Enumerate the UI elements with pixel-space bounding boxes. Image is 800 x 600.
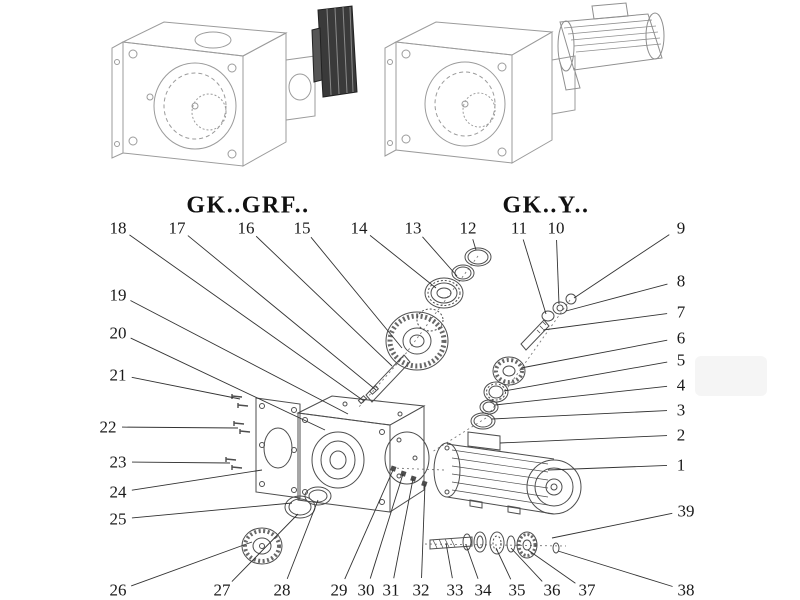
leader-line-1 (547, 465, 668, 471)
part-number-32: 32 (412, 580, 430, 600)
part-number-37: 37 (578, 580, 596, 600)
watermark-smudge (695, 356, 767, 396)
leader-line-34 (465, 544, 479, 579)
part-number-4: 4 (676, 375, 686, 395)
leader-line-36 (510, 547, 543, 582)
part-number-26: 26 (109, 580, 127, 600)
y-motor-image (557, 2, 665, 91)
part-number-38: 38 (677, 580, 695, 600)
leader-line-9 (573, 234, 670, 299)
leader-line-11 (522, 239, 547, 315)
part-number-13: 13 (404, 218, 422, 238)
exploded-view-image (225, 247, 582, 565)
leader-line-8 (565, 283, 668, 312)
part-number-20: 20 (109, 323, 127, 343)
part-number-23: 23 (109, 452, 127, 472)
leader-line-27 (231, 513, 299, 582)
part-number-35: 35 (508, 580, 526, 600)
part-number-24: 24 (109, 482, 127, 502)
leader-line-37 (527, 549, 576, 584)
leader-line-25 (131, 502, 293, 519)
leader-line-5 (503, 361, 668, 392)
part-number-8: 8 (676, 271, 686, 291)
leader-line-12 (472, 239, 477, 251)
leader-line-32 (421, 483, 426, 579)
leader-line-24 (131, 469, 263, 491)
leader-line-39 (551, 512, 673, 539)
leader-line-2 (499, 435, 668, 444)
leader-line-4 (494, 385, 668, 406)
leader-line-7 (542, 313, 668, 331)
model-label-gk-y: GK..Y.. (502, 192, 590, 219)
part-number-29: 29 (330, 580, 348, 600)
leader-line-6 (520, 339, 668, 369)
leader-line-30 (369, 473, 404, 579)
leader-line-29 (344, 469, 394, 580)
leader-line-26 (131, 541, 253, 587)
part-number-10: 10 (547, 218, 565, 238)
leader-line-3 (491, 410, 668, 420)
part-number-18: 18 (109, 218, 127, 238)
gearbox-assembly-grf-image (111, 21, 316, 167)
part-number-39: 39 (677, 501, 695, 521)
part-number-25: 25 (109, 509, 127, 529)
part-number-15: 15 (293, 218, 311, 238)
leader-line-28 (286, 499, 319, 580)
leader-line-13 (422, 236, 458, 277)
part-number-9: 9 (676, 218, 686, 238)
part-number-30: 30 (357, 580, 375, 600)
leader-line-21 (131, 376, 241, 400)
leader-line-19 (130, 300, 349, 415)
part-number-2: 2 (676, 425, 686, 445)
leader-line-20 (130, 337, 326, 431)
part-number-22: 22 (99, 417, 117, 437)
part-number-14: 14 (350, 218, 368, 238)
part-number-3: 3 (676, 400, 686, 420)
part-number-34: 34 (474, 580, 492, 600)
part-number-33: 33 (446, 580, 464, 600)
part-number-11: 11 (510, 218, 528, 238)
part-number-16: 16 (237, 218, 255, 238)
part-number-1: 1 (676, 455, 686, 475)
leader-line-22 (121, 426, 239, 429)
part-number-6: 6 (676, 328, 686, 348)
leader-line-31 (393, 478, 414, 579)
leader-line-35 (495, 547, 512, 580)
gearbox-assembly-y-image (384, 21, 576, 164)
leader-line-14 (369, 235, 437, 289)
leader-line-15 (310, 236, 403, 349)
leader-line-23 (131, 461, 231, 464)
leader-line-18 (129, 234, 365, 402)
leader-line-10 (556, 239, 560, 305)
part-number-27: 27 (213, 580, 231, 600)
part-number-19: 19 (109, 285, 127, 305)
part-number-12: 12 (459, 218, 477, 238)
part-number-7: 7 (676, 302, 686, 322)
part-number-21: 21 (109, 365, 127, 385)
part-number-5: 5 (676, 350, 686, 370)
leader-line-33 (445, 542, 453, 579)
part-number-31: 31 (382, 580, 400, 600)
leader-line-17 (187, 235, 377, 391)
leader-line-16 (255, 235, 393, 367)
part-number-36: 36 (543, 580, 561, 600)
grf-fan-cover-fins (311, 5, 358, 98)
part-number-28: 28 (273, 580, 291, 600)
model-label-gk-grf: GK..GRF.. (186, 192, 310, 219)
part-number-17: 17 (168, 218, 186, 238)
leader-line-38 (557, 550, 673, 587)
